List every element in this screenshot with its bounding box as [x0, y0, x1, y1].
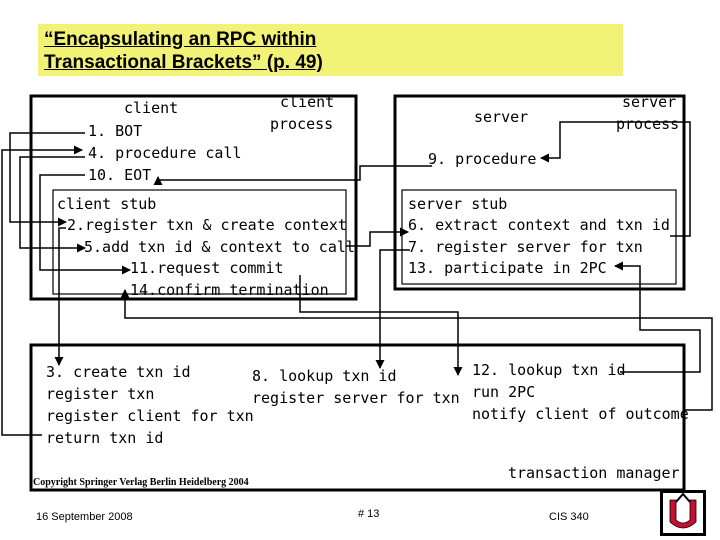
- arrow-call-to-stub: [19, 156, 86, 253]
- client-process-label-1: client: [280, 93, 335, 111]
- client-stub-step-register: 2.register txn & create context: [67, 216, 347, 234]
- arrow-tm-return-to-client: [1, 145, 83, 436]
- arrow-bot-to-stub: [9, 132, 85, 227]
- client-stub-step-add-txn: 5.add txn id & context to call: [84, 238, 355, 256]
- title-background: [38, 24, 623, 76]
- client-process-label-2: process: [270, 115, 334, 133]
- server-stub-step-extract: 6. extract context and txn id: [408, 216, 670, 234]
- tm-step-return-txn: return txn id: [46, 429, 164, 447]
- server-procedure: 9. procedure: [428, 150, 537, 168]
- tm-step-notify-client: notify client of outcome: [472, 405, 689, 423]
- client-step-bot: 1. BOT: [88, 122, 143, 140]
- server-stub-title: server stub: [408, 195, 508, 213]
- arrow-register-server-to-tm: [375, 249, 410, 369]
- tm-step-create-txn: 3. create txn id: [46, 363, 191, 381]
- client-step-procedure-call: 4. procedure call: [88, 144, 242, 162]
- tm-step-lookup-txn: 8. lookup txn id: [252, 367, 397, 385]
- tm-step-register-server: register server for txn: [252, 389, 460, 407]
- client-stub-step-request-commit: 11.request commit: [130, 259, 284, 277]
- arrow-register-to-tm: [54, 227, 66, 366]
- copyright-notice: Copyright Springer Verlag Berlin Heidelb…: [33, 477, 249, 488]
- server-stub-box: [401, 189, 677, 285]
- tm-step-register-txn: register txn: [46, 385, 155, 403]
- client-stub-title: client stub: [57, 195, 157, 213]
- slide-title: “Encapsulating an RPC within Transaction…: [44, 28, 323, 74]
- server-stub-step-register: 7. register server for txn: [408, 238, 643, 256]
- tm-step-run-2pc: run 2PC: [472, 383, 536, 401]
- client-step-eot: 10. EOT: [88, 166, 152, 184]
- server-label: server: [474, 108, 529, 126]
- footer-page-number: # 13: [358, 508, 380, 520]
- footer-date: 16 September 2008: [36, 511, 133, 523]
- server-stub-step-participate: 13. participate in 2PC: [408, 259, 607, 277]
- arrow-server-stub-to-procedure: [540, 121, 691, 237]
- arrow-commit-to-tm: [299, 275, 463, 376]
- arrow-eot-to-request-commit: [39, 174, 131, 275]
- server-process-label-1: server: [622, 93, 677, 111]
- slide-title-line-1: “Encapsulating an RPC within: [44, 29, 317, 50]
- client-process-box: [29, 94, 358, 301]
- slide-title-line-2: Transactional Brackets” (p. 49): [44, 52, 323, 73]
- tm-label: transaction manager: [508, 464, 680, 482]
- arrow-client-stub-to-server-stub: [346, 227, 409, 247]
- transaction-manager-box: [29, 343, 686, 492]
- arrow-tm-notify-to-confirm: [120, 289, 713, 411]
- server-process-box: [393, 94, 686, 291]
- tm-step-lookup-txn-2: 12. lookup txn id: [472, 361, 626, 379]
- arrow-procedure-to-eot: [153, 165, 432, 185]
- client-stub-box: [52, 189, 347, 295]
- tm-step-register-client: register client for txn: [46, 407, 254, 425]
- client-stub-step-confirm: 14.confirm termination: [130, 281, 329, 299]
- footer-course: CIS 340: [549, 511, 589, 523]
- server-process-label-2: process: [616, 115, 680, 133]
- arrow-tm-to-participate: [614, 261, 701, 373]
- client-label: client: [124, 99, 179, 117]
